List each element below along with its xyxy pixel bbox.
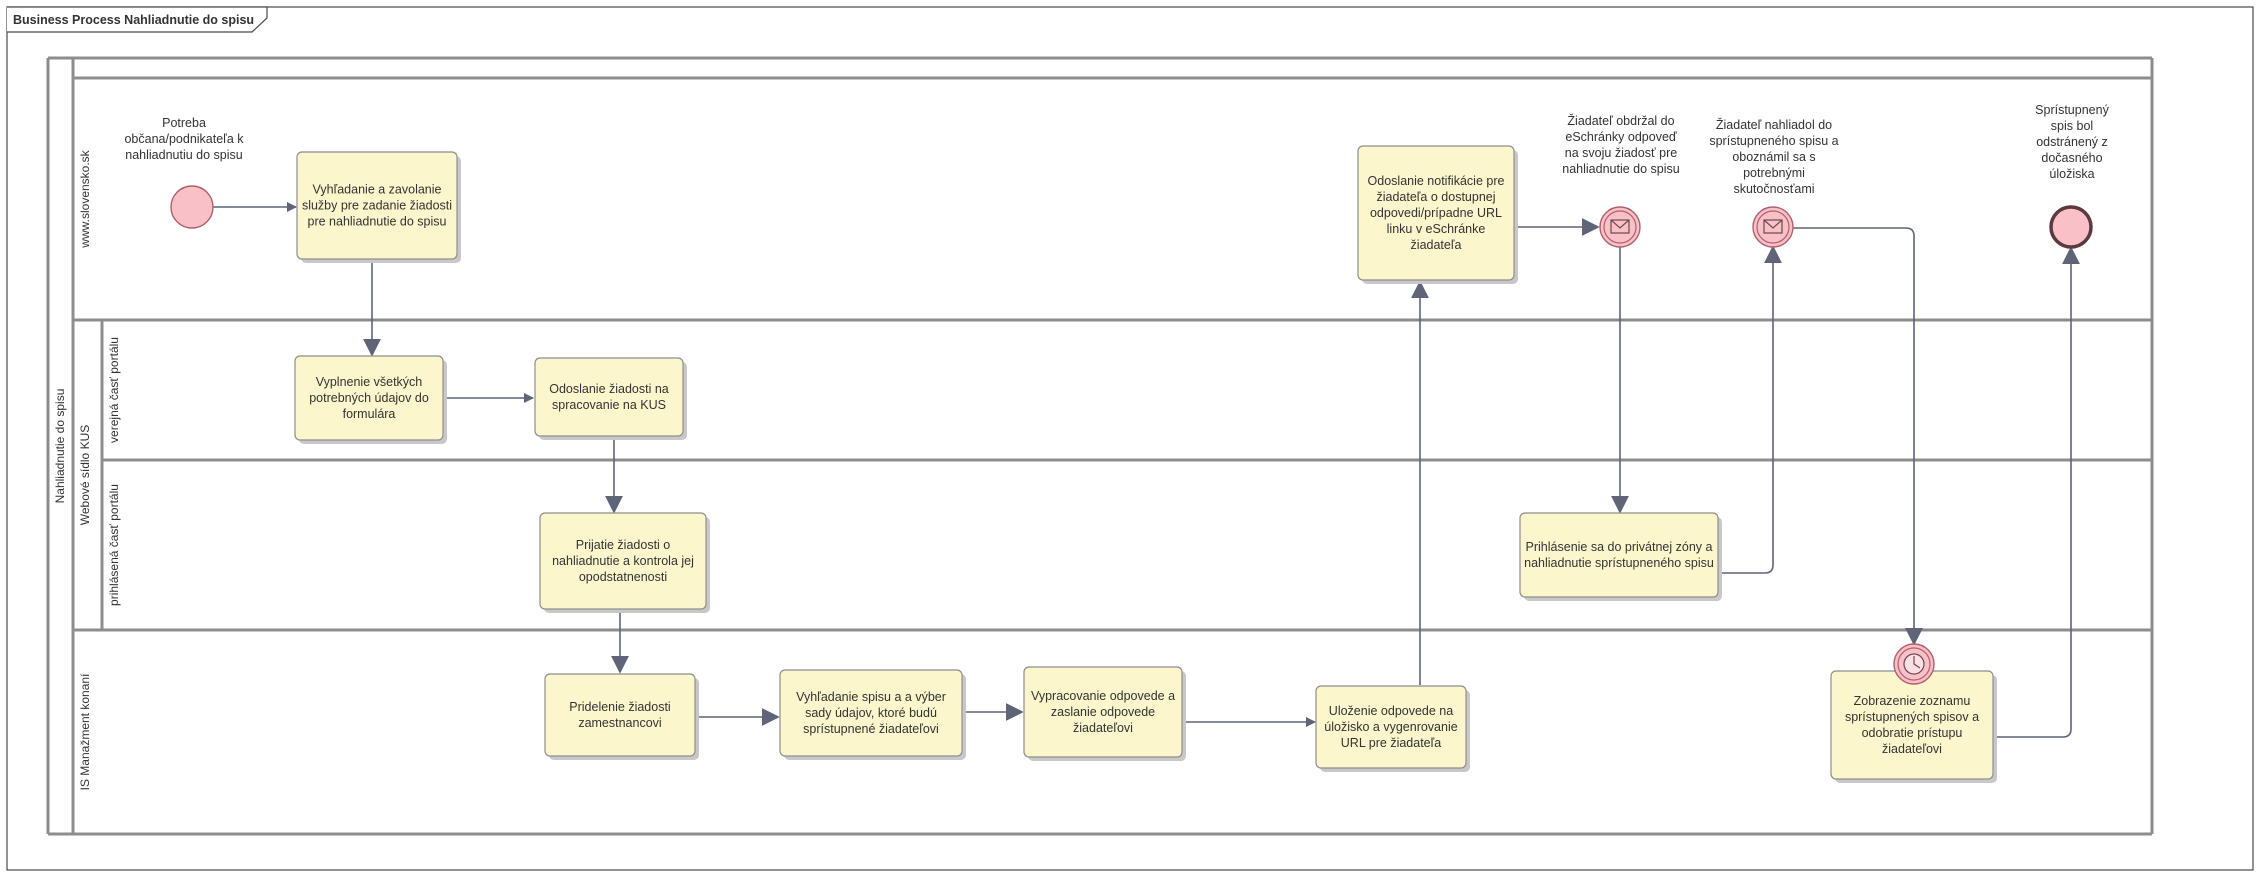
- text-line: formulára: [343, 407, 396, 421]
- text-line: Žiadateľ nahliadol do: [1716, 117, 1832, 132]
- text-line: spis bol: [2051, 119, 2093, 133]
- sequence-flows: [213, 202, 2080, 738]
- text-line: potrebnými: [1743, 166, 1805, 180]
- task-vypracovanie[interactable]: Vypracovanie odpovede a zaslanie odpovede…: [1023, 666, 1186, 761]
- text-line: služby pre zadanie žiadosti: [302, 199, 452, 213]
- text-line: linku v eSchránke: [1387, 222, 1486, 236]
- timer-event[interactable]: [1893, 643, 1935, 685]
- pool-label: Nahliadnutie do spisu: [53, 389, 67, 504]
- task-vyhladanie-spisu[interactable]: Vyhľadanie spisu a a výber sady údajov, k…: [779, 669, 966, 760]
- text-line: žiadateľa: [1411, 238, 1462, 252]
- text-line: Žiadateľ obdržal do: [1567, 113, 1674, 128]
- diagram-frame: [6, 6, 2254, 871]
- text-line: sprístupnené žiadateľovi: [803, 722, 939, 736]
- task-prihlasenie[interactable]: Prihlásenie sa do privátnej zóny a nahlia…: [1519, 512, 1722, 601]
- text-line: Vyhľadanie spisu a a výber: [796, 690, 946, 704]
- flow-zobrazenie-to-end: [1995, 246, 2080, 738]
- text-line: zamestnancovi: [578, 716, 661, 730]
- text-line: sady údajov, ktoré budú: [805, 706, 937, 720]
- clock-icon: [1903, 653, 1925, 675]
- text-line: Uloženie odpovede na: [1329, 704, 1453, 718]
- text-line: úložisko a vygenrovanie: [1324, 720, 1457, 734]
- start-event[interactable]: [170, 185, 214, 229]
- lane-label-prihlasena: prihlásená časť portálu: [107, 484, 121, 606]
- text-line: nahliadnutie a kontrola jej: [552, 554, 694, 568]
- end-event[interactable]: [2049, 205, 2093, 249]
- task-odoslanie-ziadosti[interactable]: Odoslanie žiadosti na spracovanie na KUS: [534, 357, 687, 440]
- text-line: URL pre žiadateľa: [1341, 736, 1442, 750]
- text-line: nahliadnutie sprístupneného spisu: [1524, 556, 1714, 570]
- text-line: odpovedi/prípadne URL: [1370, 206, 1502, 220]
- frame-title: Business Process Nahliadnutie do spisu: [13, 13, 254, 27]
- message-event-viewed[interactable]: [1752, 206, 1794, 248]
- text-line: občana/podnikateľa k: [124, 132, 244, 146]
- group-label-webove-sidlo: Webové sídlo KUS: [78, 425, 92, 526]
- text-line: nahliadnutie do spisu: [1562, 162, 1679, 176]
- text-line: žiadateľa o dostupnej: [1376, 190, 1495, 204]
- text-line: zaslanie odpovede: [1051, 705, 1155, 719]
- text-line: Prijatie žiadosti o: [576, 538, 671, 552]
- text-line: spracovanie na KUS: [552, 398, 666, 412]
- text-line: Sprístupnený: [2035, 103, 2109, 117]
- end-event-label: Sprístupnený spis bol odstránený z dočasnéh…: [2035, 103, 2109, 181]
- text-line: Zobrazenie zoznamu: [1854, 694, 1971, 708]
- text-line: Pridelenie žiadosti: [569, 700, 670, 714]
- task-vyplnenie[interactable]: Vyplnenie všetkých potrebných údajov do fo…: [294, 355, 447, 444]
- text-line: Prihlásenie sa do privátnej zóny a: [1526, 540, 1713, 554]
- pool: [46, 56, 2154, 836]
- task-pridelenie[interactable]: Pridelenie žiadosti zamestnancovi: [544, 673, 699, 760]
- text-line: úložiska: [2049, 167, 2094, 181]
- flow-msg-viewed-to-timer: [1791, 227, 1923, 646]
- text-line: pre nahliadnutie do spisu: [308, 215, 447, 229]
- lane-label-verejna: verejná časť portálu: [107, 337, 121, 443]
- text-line: Vyhľadanie a zavolanie: [313, 183, 442, 197]
- text-line: Odoslanie notifikácie pre: [1368, 174, 1505, 188]
- text-line: odobratie prístupu: [1862, 726, 1963, 740]
- lane-label-is: IS Manažment konaní: [78, 673, 92, 790]
- text-line: sprístupnených spisov a: [1845, 710, 1979, 724]
- text-line: eSchránky odpoveď: [1565, 130, 1677, 144]
- text-line: Potreba: [162, 116, 206, 130]
- task-prijatie[interactable]: Prijatie žiadosti o nahliadnutie a kontro…: [539, 512, 710, 613]
- lane-label-slovensko: www.slovensko.sk: [78, 149, 92, 248]
- start-event-label: Potreba občana/podnikateľa k nahliadnutiu …: [124, 116, 244, 162]
- text-line: dočasného: [2041, 151, 2102, 165]
- text-line: Vyplnenie všetkých: [316, 375, 423, 389]
- message-event-received-label: Žiadateľ obdržal do eSchránky odpoveď na s…: [1562, 113, 1679, 176]
- text-line: oboznámil sa s: [1732, 150, 1815, 164]
- frame-title-tab: [7, 6, 268, 33]
- text-line: Odoslanie žiadosti na: [549, 382, 669, 396]
- text-line: skutočnosťami: [1733, 182, 1814, 196]
- flow-prihlasenie-to-msg-viewed: [1720, 245, 1782, 574]
- text-line: potrebných údajov do: [309, 391, 429, 405]
- text-line: odstránený z: [2036, 135, 2108, 149]
- text-line: sprístupneného spisu a: [1709, 134, 1838, 148]
- task-vyhladanie-sluzby[interactable]: Vyhľadanie a zavolanie služby pre zadanie…: [296, 151, 461, 263]
- message-event-received[interactable]: [1599, 206, 1641, 248]
- text-line: nahliadnutiu do spisu: [125, 148, 242, 162]
- text-line: opodstatnenosti: [579, 570, 667, 584]
- text-line: žiadateľovi: [1073, 721, 1133, 735]
- text-line: Vypracovanie odpovede a: [1031, 689, 1175, 703]
- message-event-viewed-label: Žiadateľ nahliadol do sprístupneného spis…: [1709, 117, 1838, 196]
- text-line: na svoju žiadosť pre: [1565, 146, 1677, 160]
- envelope-icon: [1610, 219, 1630, 234]
- task-notifikacia[interactable]: Odoslanie notifikácie pre žiadateľa o dos…: [1357, 145, 1518, 284]
- task-zobrazenie[interactable]: Zobrazenie zoznamu sprístupnených spisov …: [1830, 670, 1997, 783]
- svg-text:Prihlásenie sa do privátnej zó: Prihlásenie sa do privátnej zóny a nahlia…: [1524, 540, 1714, 570]
- task-ulozenie[interactable]: Uloženie odpovede na úložisko a vygenrova…: [1315, 685, 1470, 772]
- envelope-icon: [1763, 219, 1783, 234]
- text-line: žiadateľovi: [1882, 742, 1942, 756]
